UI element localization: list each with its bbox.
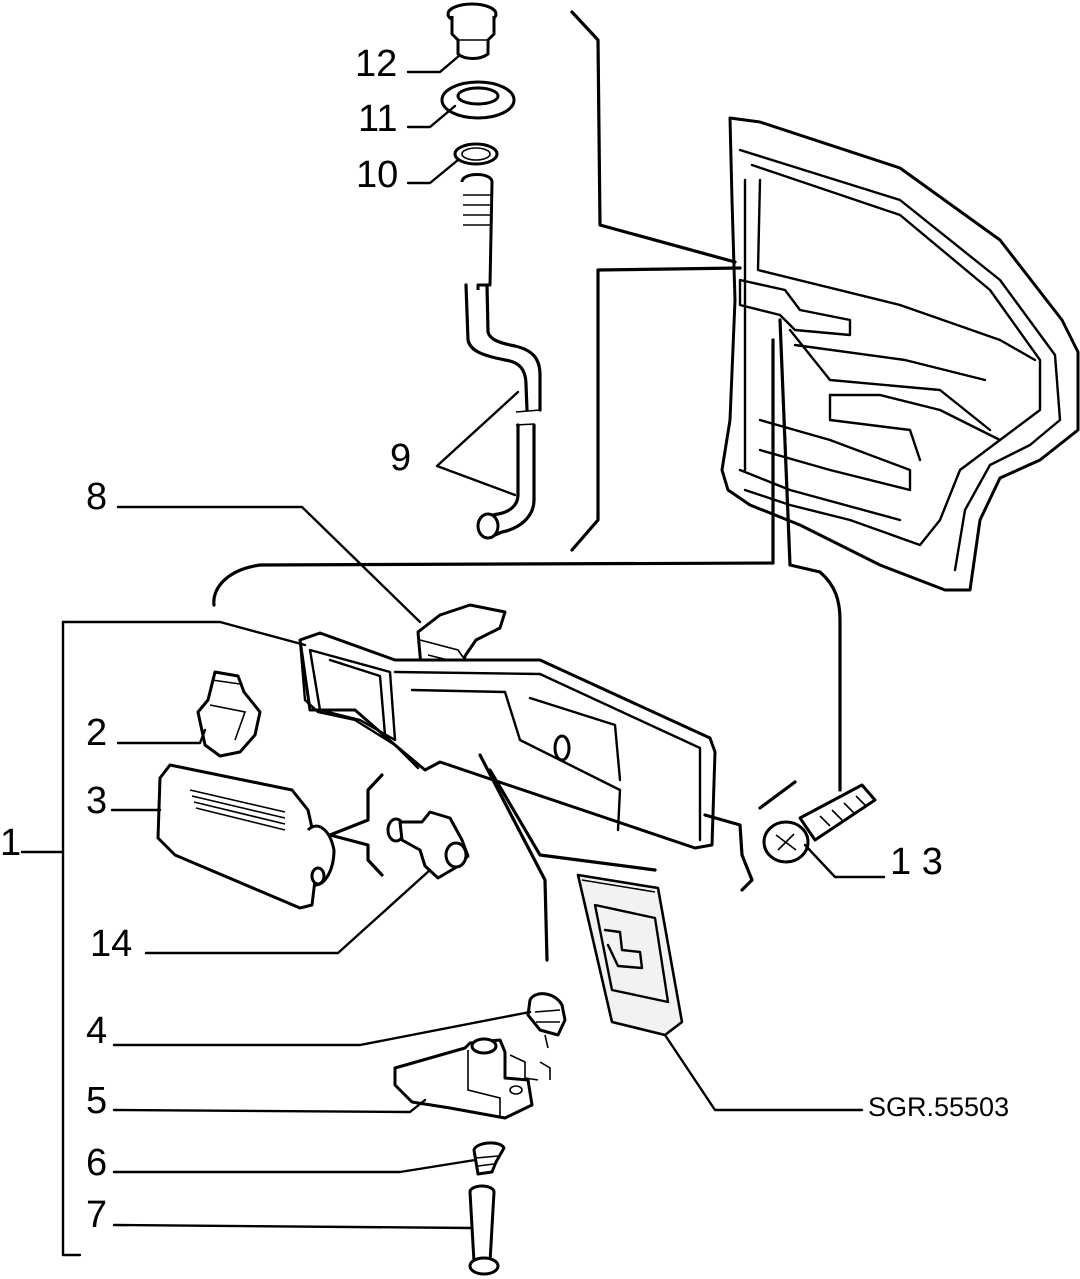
part-14-knob	[386, 810, 470, 880]
callout-12: 12	[355, 43, 397, 85]
bracket-13-top	[758, 780, 797, 810]
part-5-bracket	[393, 1037, 551, 1120]
trim-pad	[576, 873, 684, 1037]
leader-housing-down	[478, 753, 549, 962]
brace-3-14	[328, 773, 384, 877]
callout-10: 10	[356, 154, 398, 196]
part-9-rod	[460, 173, 542, 540]
callout-13: 1 3	[890, 841, 943, 883]
callout-9: 9	[390, 437, 411, 479]
part-3-cover	[156, 763, 336, 910]
callout-2: 2	[86, 712, 107, 754]
part-13-bolt	[762, 783, 877, 864]
bracket-13	[703, 813, 754, 892]
callout-11: 11	[358, 98, 397, 140]
bracket-bottom	[570, 266, 742, 552]
callouts: 12 11 10 9 8 2 3 1 14 4 5 6 7 1 3 SGR.55…	[0, 43, 1009, 1236]
handle-housing	[298, 631, 717, 850]
callout-5: 5	[86, 1080, 107, 1122]
part-11-grommet	[440, 80, 516, 120]
callout-1: 1	[0, 822, 21, 864]
part-2-lever	[196, 670, 262, 758]
callout-4: 4	[86, 1010, 107, 1052]
reference-code: SGR.55503	[868, 1092, 1009, 1122]
leader-lines	[20, 53, 886, 1257]
bracket-top	[570, 10, 737, 264]
part-10-ring	[453, 142, 499, 166]
callout-8: 8	[86, 476, 107, 518]
part-12-cap	[446, 2, 498, 60]
rear-door	[720, 116, 1080, 592]
part-6-spring	[472, 1141, 506, 1176]
callout-14: 14	[90, 923, 132, 965]
callout-3: 3	[86, 780, 107, 822]
group-bracket	[212, 338, 775, 607]
callout-6: 6	[86, 1142, 107, 1184]
leader-housing-pad	[488, 768, 657, 872]
part-4-clip	[526, 992, 567, 1049]
callout-7: 7	[86, 1194, 107, 1236]
bolt-leader	[778, 318, 842, 792]
part-7-pin	[468, 1184, 500, 1276]
